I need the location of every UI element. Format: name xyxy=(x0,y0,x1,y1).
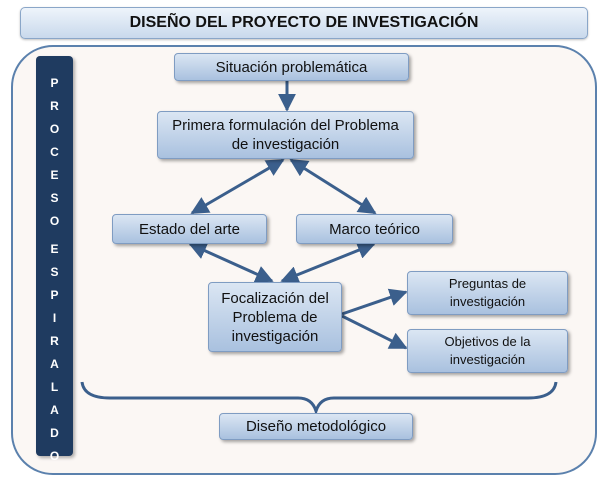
node-label-line: Objetivos de la xyxy=(444,334,531,349)
node-preguntas: Preguntas de investigación xyxy=(407,271,568,315)
node-marco-teorico: Marco teórico xyxy=(296,214,453,244)
node-label-line: Primera formulación del Problema xyxy=(172,117,399,134)
sidebar-letter: S xyxy=(50,191,59,205)
sidebar-letter: E xyxy=(50,242,59,256)
node-label-line: Problema de xyxy=(232,308,318,326)
sidebar-letter: D xyxy=(50,426,59,440)
diagram-title-text: DISEÑO DEL PROYECTO DE INVESTIGACIÓN xyxy=(129,14,479,31)
node-label: Diseño metodológico xyxy=(245,418,387,435)
arrow-primera-estado xyxy=(190,158,285,215)
node-label-line: Preguntas de xyxy=(448,276,527,291)
sidebar-letter: R xyxy=(50,334,59,348)
node-estado-del-arte: Estado del arte xyxy=(112,214,267,244)
diagram-title: DISEÑO DEL PROYECTO DE INVESTIGACIÓN xyxy=(20,7,588,39)
sidebar-letter: O xyxy=(49,122,60,136)
node-label: Estado del arte xyxy=(139,220,240,238)
proceso-espiralado-sidebar: P R O C E S O E S P I R A L A D O xyxy=(36,56,73,463)
sidebar-letter: A xyxy=(50,403,59,417)
sidebar-letter: O xyxy=(49,214,60,228)
node-label-line: investigación xyxy=(449,352,526,367)
sidebar-letter: P xyxy=(50,76,59,90)
node-label-line: investigación xyxy=(231,327,319,345)
node-label: Marco teórico xyxy=(329,220,420,238)
node-objetivos: Objetivos de la investigación xyxy=(407,329,568,373)
sidebar-letter: C xyxy=(50,145,59,159)
node-primera-formulacion: Primera formulación del Problema de inve… xyxy=(157,111,414,159)
sidebar-letter: E xyxy=(50,168,59,182)
arrow-marco-focal xyxy=(280,241,376,284)
arrow-focal-preguntas xyxy=(341,288,408,316)
sidebar-letter: L xyxy=(50,380,59,394)
node-diseno-metodologico: Diseño metodológico xyxy=(219,413,413,440)
sidebar-letter: P xyxy=(50,288,59,302)
sidebar-letter: O xyxy=(49,449,60,463)
curly-brace xyxy=(80,381,558,417)
sidebar-letter: S xyxy=(50,265,59,279)
sidebar-letter: A xyxy=(50,357,59,371)
arrow-primera-marco xyxy=(289,158,377,215)
sidebar-letter: R xyxy=(50,99,59,113)
sidebar-letter: I xyxy=(52,311,57,325)
node-label-line: investigación xyxy=(449,294,526,309)
node-situacion-problematica: Situación problemática xyxy=(174,53,409,81)
arrow-focal-objetivos xyxy=(341,314,408,350)
node-focalizacion: Focalización del Problema de investigaci… xyxy=(208,282,342,352)
node-label-line: Focalización del xyxy=(221,289,329,307)
arrow-estado-focal xyxy=(188,242,274,283)
node-label-line: de investigación xyxy=(231,136,340,153)
node-label: Situación problemática xyxy=(215,58,368,76)
